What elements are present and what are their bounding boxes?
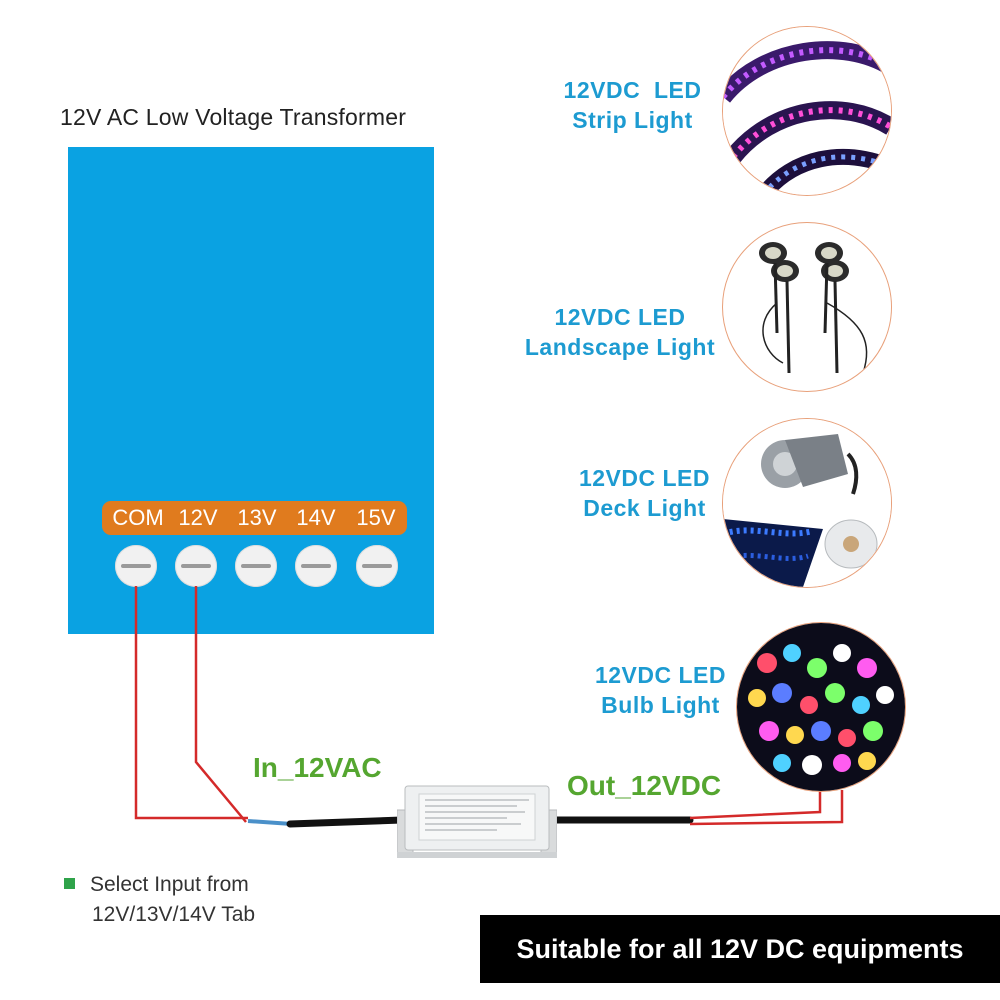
landscape-light-icon	[722, 222, 892, 392]
product-strip-line2: Strip Light	[572, 107, 693, 133]
product-label-deck: 12VDC LED Deck Light	[572, 463, 717, 523]
deck-light-icon	[722, 418, 892, 588]
product-label-landscape: 12VDC LED Landscape Light	[520, 302, 720, 362]
terminal-label-com: COM	[112, 505, 164, 530]
terminal-label-14v: 14V	[296, 505, 336, 530]
terminal-strip: COM 12V 13V 14V 15V	[102, 501, 407, 535]
product-label-bulb: 12VDC LED Bulb Light	[588, 660, 733, 720]
transformer-title: 12V AC Low Voltage Transformer	[60, 104, 407, 130]
note-line1: Select Input from	[90, 873, 249, 896]
screw-terminal-14v	[295, 545, 337, 587]
product-deck-line2: Deck Light	[583, 495, 706, 521]
product-label-strip: 12VDC LED Strip Light	[560, 75, 705, 135]
led-strip-icon	[722, 26, 892, 196]
screw-terminal-15v	[356, 545, 398, 587]
output-label: Out_12VDC	[567, 770, 722, 801]
input-selection-note: Select Input from 12V/13V/14V Tab	[64, 870, 255, 930]
output-wire-1	[689, 790, 822, 820]
screw-terminal-12v	[175, 545, 217, 587]
input-label: In_12VAC	[253, 752, 382, 783]
note-line2: 12V/13V/14V Tab	[92, 903, 256, 926]
wire-com	[134, 586, 248, 820]
product-bulb-line2: Bulb Light	[601, 692, 720, 718]
product-landscape-line2: Landscape Light	[524, 334, 716, 360]
product-strip-line1: 12VDC LED	[563, 77, 702, 103]
screw-terminal-13v	[235, 545, 277, 587]
input-cable	[286, 816, 406, 828]
product-landscape-line1: 12VDC LED	[554, 304, 686, 330]
terminal-label-15v: 15V	[356, 505, 396, 530]
bulb-light-icon	[736, 622, 906, 792]
wire-12v	[194, 586, 247, 823]
led-driver-icon	[397, 785, 557, 858]
input-cable-blue	[247, 819, 293, 826]
output-wire-2	[689, 790, 844, 826]
product-deck-line1: 12VDC LED	[578, 465, 711, 491]
product-bulb-line1: 12VDC LED	[594, 662, 727, 688]
note-bullet-icon	[64, 878, 75, 889]
terminal-label-12v: 12V	[178, 505, 218, 530]
screw-terminal-com	[115, 545, 157, 587]
terminal-label-13v: 13V	[237, 505, 277, 530]
compatibility-banner: Suitable for all 12V DC equipments	[480, 915, 1000, 983]
